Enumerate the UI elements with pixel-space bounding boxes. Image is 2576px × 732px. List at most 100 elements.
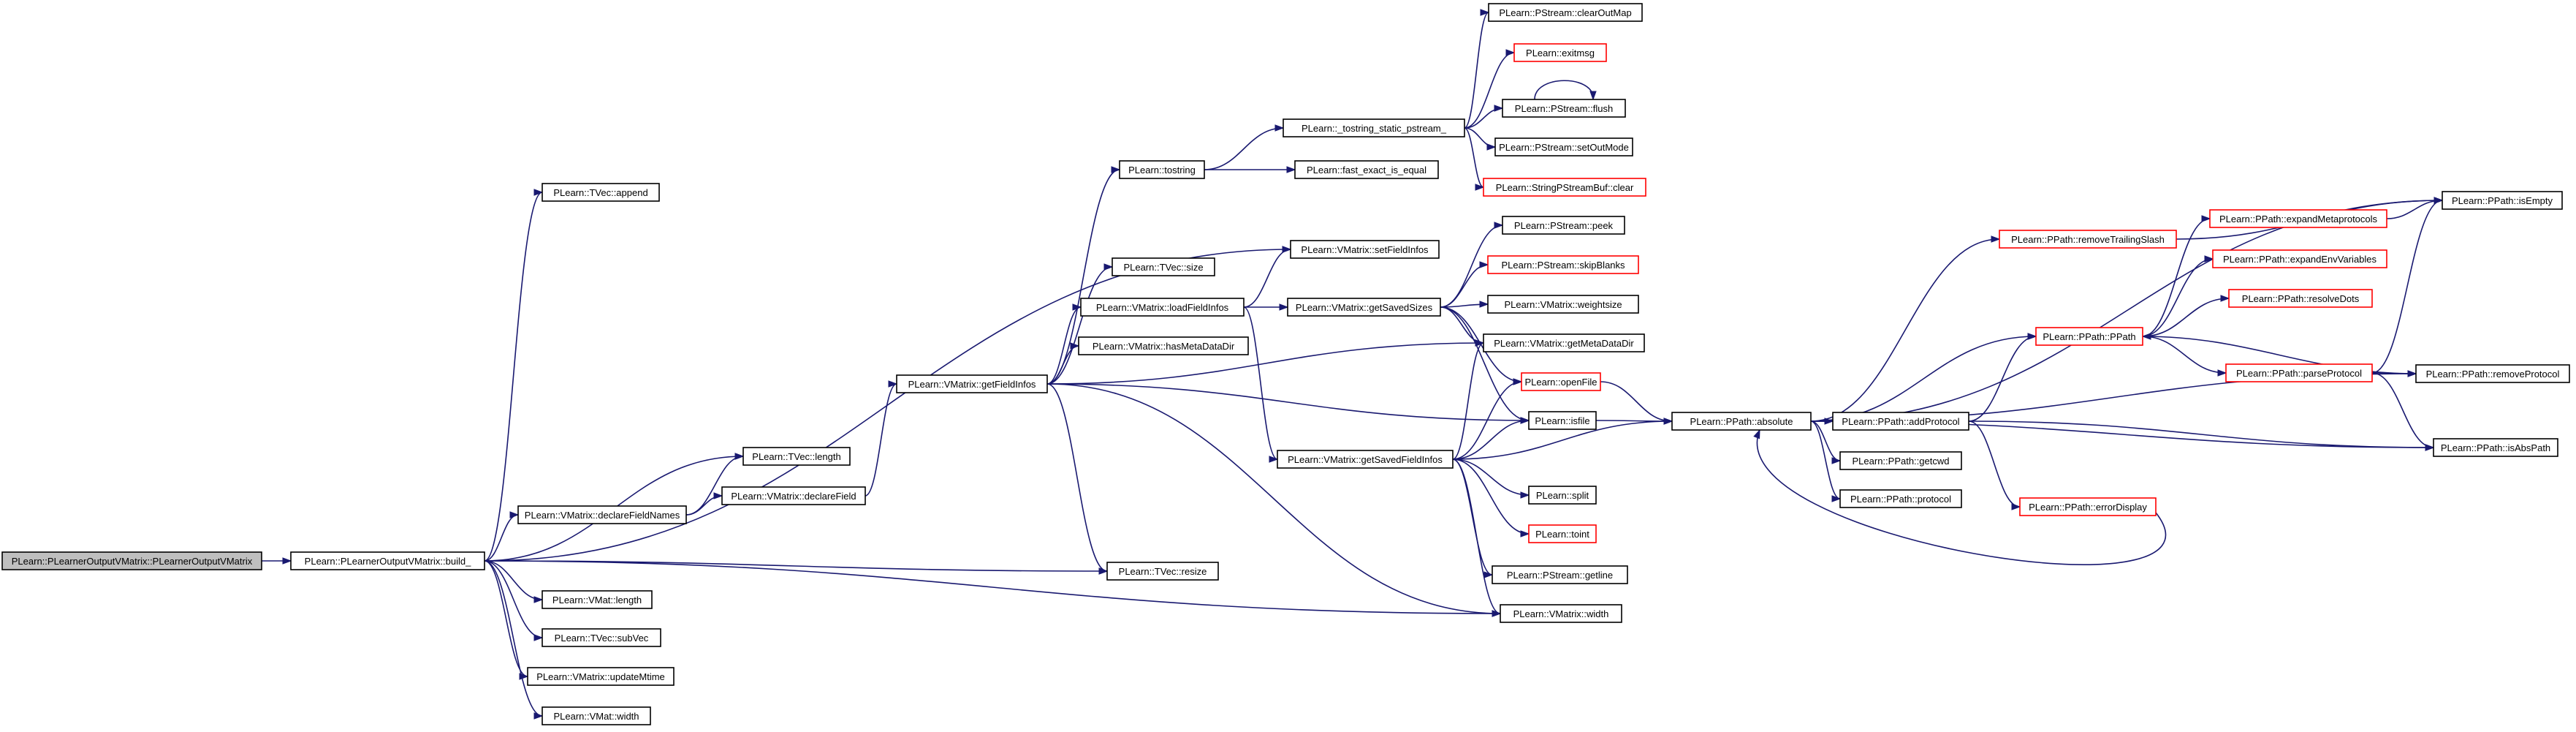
node-box <box>542 590 653 609</box>
edge-tostring_static-to-clearOutMap <box>1464 12 1489 129</box>
node-box <box>1294 160 1439 179</box>
node-plearn-vmatrix-loadfieldinfos[interactable]: PLearn::VMatrix::loadFieldInfos <box>1080 298 1245 317</box>
node-plearn-tvec-subvec[interactable]: PLearn::TVec::subVec <box>542 628 661 647</box>
node-label: PLearn::VMatrix::width <box>1513 608 1609 619</box>
node-box <box>2035 327 2143 346</box>
node-label: PLearn::tostring <box>1128 165 1196 176</box>
node-box <box>1502 216 1625 235</box>
node-plearn-ppath-removetrailingslash[interactable]: PLearn::PPath::removeTrailingSlash <box>1999 230 2177 249</box>
node-label: PLearn::VMat::length <box>552 595 642 605</box>
node-label: PLearn::openFile <box>1524 377 1597 388</box>
node-plearn-plearneroutputvmatrix-build[interactable]: PLearn::PLearnerOutputVMatrix::build_ <box>290 551 485 570</box>
edge-openFile-to-absolute <box>1600 381 1673 422</box>
node-label: PLearn::VMatrix::setFieldInfos <box>1301 244 1429 255</box>
node-plearn-vmatrix-declarefield[interactable]: PLearn::VMatrix::declareField <box>721 486 866 505</box>
node-plearn-pstream-flush[interactable]: PLearn::PStream::flush <box>1502 99 1626 118</box>
edge-arrowhead <box>2201 215 2211 222</box>
node-box <box>1528 524 1597 543</box>
node-label: PLearn::PLearnerOutputVMatrix::PLearnerO… <box>12 556 253 567</box>
node-plearn-vmatrix-weightsize[interactable]: PLearn::VMatrix::weightsize <box>1487 295 1639 314</box>
edge-build-to-subVec <box>484 560 543 638</box>
node-plearn-ppath-resolvedots[interactable]: PLearn::PPath::resolveDots <box>2228 289 2373 308</box>
node-plearn-vmat-width[interactable]: PLearn::VMat::width <box>542 706 651 725</box>
node-plearn-vmatrix-updatemtime[interactable]: PLearn::VMatrix::updateMtime <box>527 667 675 686</box>
node-plearn-vmatrix-getsavedfieldinfos[interactable]: PLearn::VMatrix::getSavedFieldInfos <box>1277 450 1454 469</box>
node-plearn-tvec-size[interactable]: PLearn::TVec::size <box>1112 257 1215 276</box>
edge-arrowhead <box>1475 339 1485 347</box>
node-plearn-ppath-removeprotocol[interactable]: PLearn::PPath::removeProtocol <box>2415 364 2570 383</box>
node-box <box>2415 364 2570 383</box>
edge-tostring_static-to-setOutMode <box>1464 127 1496 148</box>
node-plearn-tvec-length[interactable]: PLearn::TVec::length <box>742 447 851 466</box>
edge-arrowhead <box>1589 91 1597 101</box>
node-plearn-stringpstreambuf-clear[interactable]: PLearn::StringPStreamBuf::clear <box>1483 178 1646 197</box>
node-box <box>2225 363 2373 382</box>
node-plearn-vmatrix-getsavedsizes[interactable]: PLearn::VMatrix::getSavedSizes <box>1287 298 1441 317</box>
node-label: PLearn::VMatrix::loadFieldInfos <box>1096 302 1229 313</box>
node-label: PLearn::PLearnerOutputVMatrix::build_ <box>305 556 471 567</box>
node-plearn-ppath-expandenvvariables[interactable]: PLearn::PPath::expandEnvVariables <box>2212 249 2387 268</box>
node-plearn-vmatrix-getfieldinfos[interactable]: PLearn::VMatrix::getFieldInfos <box>896 374 1048 393</box>
edge-arrowhead <box>2204 255 2214 263</box>
node-plearn-ppath-errordisplay[interactable]: PLearn::PPath::errorDisplay <box>2019 497 2157 516</box>
edge-arrowhead <box>1483 571 1494 578</box>
node-plearn-plearneroutputvmatrix-plearneroutputvmatrix[interactable]: PLearn::PLearnerOutputVMatrix::PLearnerO… <box>1 551 262 570</box>
node-plearn-pstream-setoutmode[interactable]: PLearn::PStream::setOutMode <box>1494 137 1633 156</box>
edge-declareFieldNames-to-tvec_length <box>685 456 744 516</box>
node-plearn-ppath-isempty[interactable]: PLearn::PPath::isEmpty <box>2442 191 2563 210</box>
node-plearn-tvec-append[interactable]: PLearn::TVec::append <box>542 183 660 202</box>
node-label: PLearn::PPath::isEmpty <box>2452 195 2553 206</box>
edge-getSavedFieldInfos-to-toint <box>1452 459 1530 535</box>
edge-arrowhead <box>1663 418 1673 425</box>
node-plearn-tostring-static-pstream[interactable]: PLearn::_tostring_static_pstream_ <box>1283 118 1465 137</box>
edge-arrowhead <box>713 492 723 499</box>
node-plearn-pstream-clearoutmap[interactable]: PLearn::PStream::clearOutMap <box>1488 3 1643 22</box>
node-plearn-vmatrix-declarefieldnames[interactable]: PLearn::VMatrix::declareFieldNames <box>517 505 687 524</box>
edge-tostring_static-to-sbclear <box>1464 127 1484 188</box>
node-plearn-ppath-parseprotocol[interactable]: PLearn::PPath::parseProtocol <box>2225 363 2373 382</box>
node-plearn-ppath-isabspath[interactable]: PLearn::PPath::isAbsPath <box>2433 438 2558 457</box>
node-plearn-fast-exact-is-equal[interactable]: PLearn::fast_exact_is_equal <box>1294 160 1439 179</box>
node-plearn-split[interactable]: PLearn::split <box>1528 486 1597 505</box>
edge-arrowhead <box>1070 342 1080 350</box>
node-box <box>2019 497 2157 516</box>
node-plearn-vmatrix-getmetadatadir[interactable]: PLearn::VMatrix::getMetaDataDir <box>1483 333 1645 352</box>
node-plearn-pstream-peek[interactable]: PLearn::PStream::peek <box>1502 216 1625 235</box>
node-plearn-exitmsg[interactable]: PLearn::exitmsg <box>1513 43 1607 62</box>
node-plearn-vmatrix-width[interactable]: PLearn::VMatrix::width <box>1500 604 1622 623</box>
node-plearn-vmat-length[interactable]: PLearn::VMat::length <box>542 590 653 609</box>
edge-arrowhead <box>509 511 520 518</box>
edge-pp_PPath-to-resolveDots <box>2142 298 2230 337</box>
edge-parseProtocol-to-isAbsPath <box>2371 372 2434 448</box>
edge-flush-self-loop <box>1534 80 1594 100</box>
node-plearn-ppath-protocol[interactable]: PLearn::PPath::protocol <box>1839 489 1962 508</box>
node-label: PLearn::VMatrix::updateMtime <box>536 671 665 682</box>
node-box <box>1839 489 1962 508</box>
node-plearn-ppath-ppath[interactable]: PLearn::PPath::PPath <box>2035 327 2143 346</box>
node-plearn-openfile[interactable]: PLearn::openFile <box>1521 372 1601 391</box>
edge-getSavedFieldInfos-to-absolute <box>1452 420 1673 460</box>
node-box <box>1106 562 1219 581</box>
edge-arrowhead <box>533 189 544 196</box>
node-plearn-isfile[interactable]: PLearn::isfile <box>1528 411 1597 430</box>
edge-arrowhead <box>2433 197 2444 204</box>
node-plearn-vmatrix-setfieldinfos[interactable]: PLearn::VMatrix::setFieldInfos <box>1290 240 1440 259</box>
node-box <box>1513 43 1607 62</box>
node-plearn-ppath-addprotocol[interactable]: PLearn::PPath::addProtocol <box>1832 412 1969 431</box>
node-plearn-pstream-skipblanks[interactable]: PLearn::PStream::skipBlanks <box>1487 255 1639 274</box>
node-label: PLearn::split <box>1536 490 1589 501</box>
edge-arrowhead <box>1520 491 1530 499</box>
edge-loadFieldInfos-to-getSavedFieldInfos <box>1243 306 1278 460</box>
edge-absolute-to-protocol <box>1810 420 1841 499</box>
node-plearn-ppath-getcwd[interactable]: PLearn::PPath::getcwd <box>1839 451 1962 470</box>
node-box <box>1839 451 1962 470</box>
node-plearn-pstream-getline[interactable]: PLearn::PStream::getline <box>1492 565 1628 584</box>
node-plearn-tvec-resize[interactable]: PLearn::TVec::resize <box>1106 562 1219 581</box>
node-plearn-ppath-absolute[interactable]: PLearn::PPath::absolute <box>1671 412 1812 431</box>
node-plearn-toint[interactable]: PLearn::toint <box>1528 524 1597 543</box>
node-plearn-tostring[interactable]: PLearn::tostring <box>1119 160 1205 179</box>
node-plearn-vmatrix-hasmetadatadir[interactable]: PLearn::VMatrix::hasMetaDataDir <box>1078 336 1249 355</box>
node-plearn-ppath-expandmetaprotocols[interactable]: PLearn::PPath::expandMetaprotocols <box>2209 209 2387 228</box>
edge-arrowhead <box>1269 456 1279 463</box>
node-label: PLearn::PPath::getcwd <box>1853 456 1950 467</box>
